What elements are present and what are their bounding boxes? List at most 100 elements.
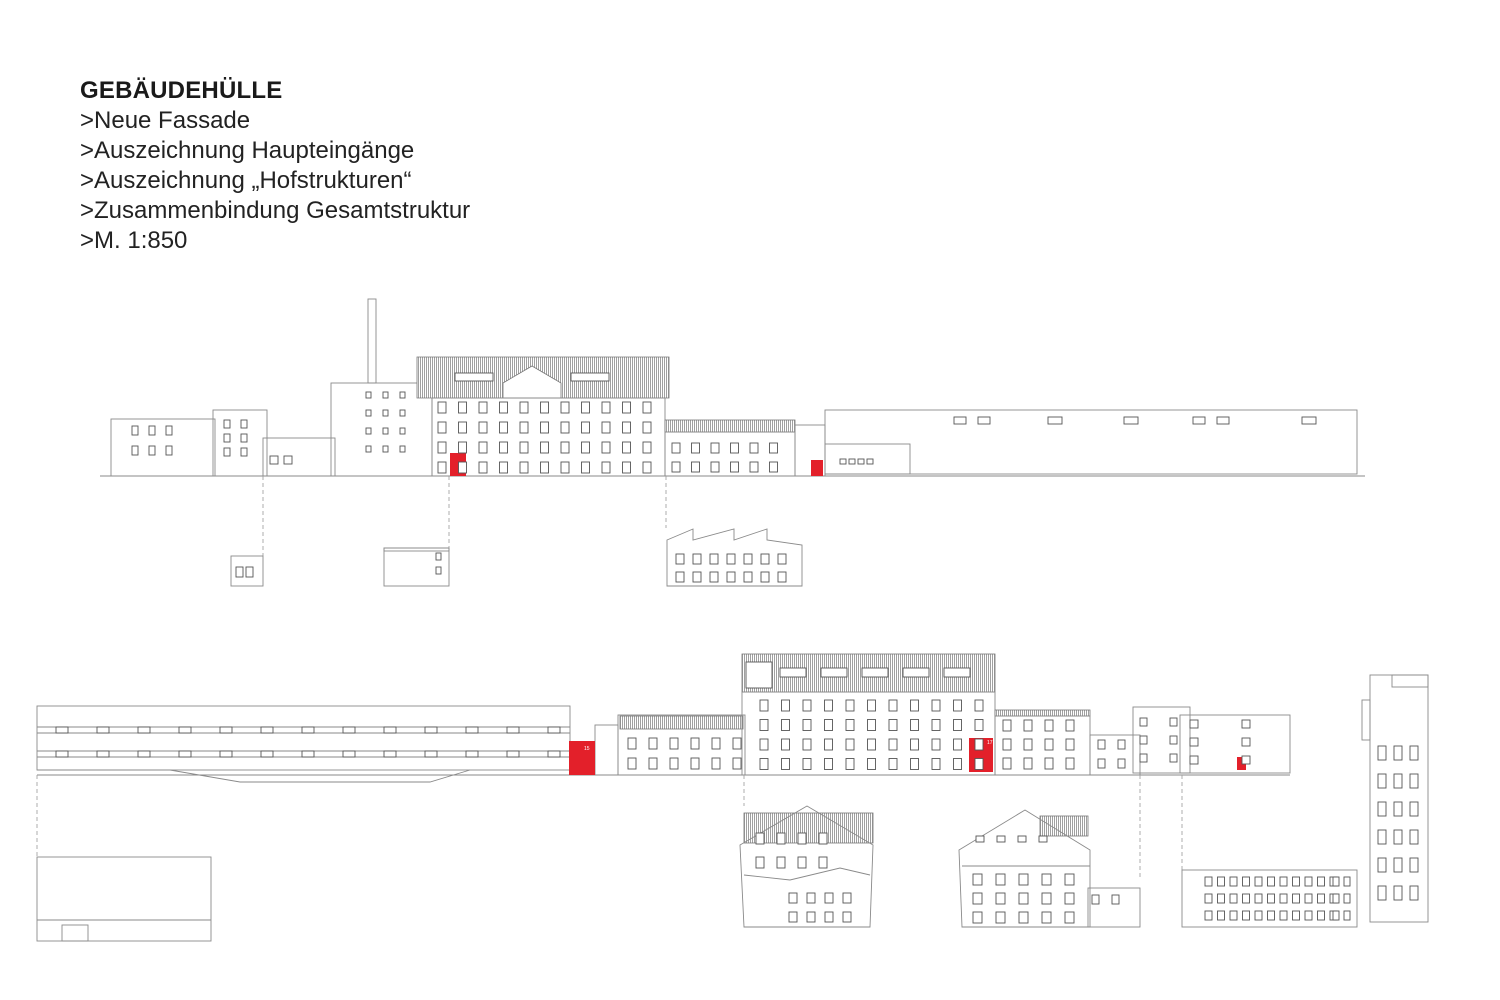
window xyxy=(931,699,941,712)
window xyxy=(399,391,406,399)
window xyxy=(1409,801,1419,817)
window xyxy=(383,726,397,734)
window xyxy=(1343,893,1351,904)
window xyxy=(1217,893,1225,904)
window xyxy=(1204,876,1213,887)
window xyxy=(755,832,765,845)
window xyxy=(977,416,991,425)
window xyxy=(690,737,700,750)
window xyxy=(1216,416,1230,425)
window xyxy=(710,461,720,473)
window xyxy=(1038,835,1048,843)
window xyxy=(178,726,192,734)
window xyxy=(131,425,139,436)
window xyxy=(711,737,721,750)
window xyxy=(240,419,248,429)
window xyxy=(1041,892,1052,905)
window xyxy=(1139,735,1148,745)
window xyxy=(1229,893,1238,904)
window xyxy=(560,441,570,454)
window xyxy=(857,458,865,465)
window xyxy=(732,757,742,770)
window xyxy=(1169,735,1178,745)
window xyxy=(888,699,898,712)
window xyxy=(581,421,590,434)
window xyxy=(1023,757,1033,770)
window xyxy=(627,757,637,770)
window xyxy=(1393,745,1403,761)
courtyard-elevation xyxy=(230,555,264,587)
window xyxy=(399,445,406,453)
window xyxy=(137,726,151,734)
window xyxy=(283,455,293,465)
window xyxy=(1064,911,1075,924)
window xyxy=(1332,893,1340,904)
window xyxy=(711,757,721,770)
top-elevation xyxy=(100,298,1365,587)
window xyxy=(1254,910,1263,921)
window xyxy=(601,441,611,454)
window xyxy=(622,421,631,434)
legend-item: >Neue Fassade xyxy=(80,107,251,134)
building-c xyxy=(262,437,336,477)
window xyxy=(691,442,700,454)
window xyxy=(769,461,778,473)
window xyxy=(622,461,631,474)
window xyxy=(1279,893,1288,904)
window xyxy=(953,699,962,712)
window xyxy=(749,461,759,473)
window xyxy=(776,832,786,845)
window xyxy=(301,750,315,758)
window xyxy=(931,738,941,751)
window xyxy=(1111,894,1120,905)
legend-item: >M. 1:850 xyxy=(80,227,188,254)
courtyard-elevation-sawtooth xyxy=(666,528,803,587)
window xyxy=(458,441,467,454)
window xyxy=(818,832,828,845)
window xyxy=(943,667,971,678)
window xyxy=(437,421,447,434)
window xyxy=(910,738,919,751)
window xyxy=(845,719,855,731)
tower xyxy=(1369,674,1429,923)
window xyxy=(671,442,681,454)
window xyxy=(519,401,529,414)
window xyxy=(458,421,467,434)
window xyxy=(642,401,652,414)
window xyxy=(888,738,898,751)
window xyxy=(1002,757,1012,770)
legend: GEBÄUDEHÜLLE >Neue Fassade >Auszeichnung… xyxy=(80,76,470,256)
window xyxy=(458,401,467,414)
window xyxy=(1023,738,1033,751)
window xyxy=(1393,885,1403,901)
window xyxy=(581,441,590,454)
window xyxy=(519,421,529,434)
window xyxy=(910,719,919,731)
window xyxy=(1332,910,1340,921)
window xyxy=(675,553,685,565)
window xyxy=(845,699,855,712)
window xyxy=(974,719,984,731)
window xyxy=(777,571,787,583)
window xyxy=(260,750,274,758)
window xyxy=(1117,758,1126,769)
window xyxy=(540,461,549,474)
window xyxy=(165,445,173,456)
window xyxy=(842,911,852,923)
window xyxy=(178,750,192,758)
window xyxy=(848,458,856,465)
window xyxy=(1254,876,1263,887)
window xyxy=(1189,755,1199,765)
window xyxy=(972,873,983,886)
window xyxy=(365,409,372,417)
window xyxy=(824,738,833,751)
window xyxy=(1393,829,1403,845)
window xyxy=(820,667,848,678)
window xyxy=(1204,910,1213,921)
window xyxy=(1241,755,1251,765)
window xyxy=(223,419,231,429)
window xyxy=(223,433,231,443)
window xyxy=(301,726,315,734)
window xyxy=(743,571,753,583)
window xyxy=(601,461,611,474)
